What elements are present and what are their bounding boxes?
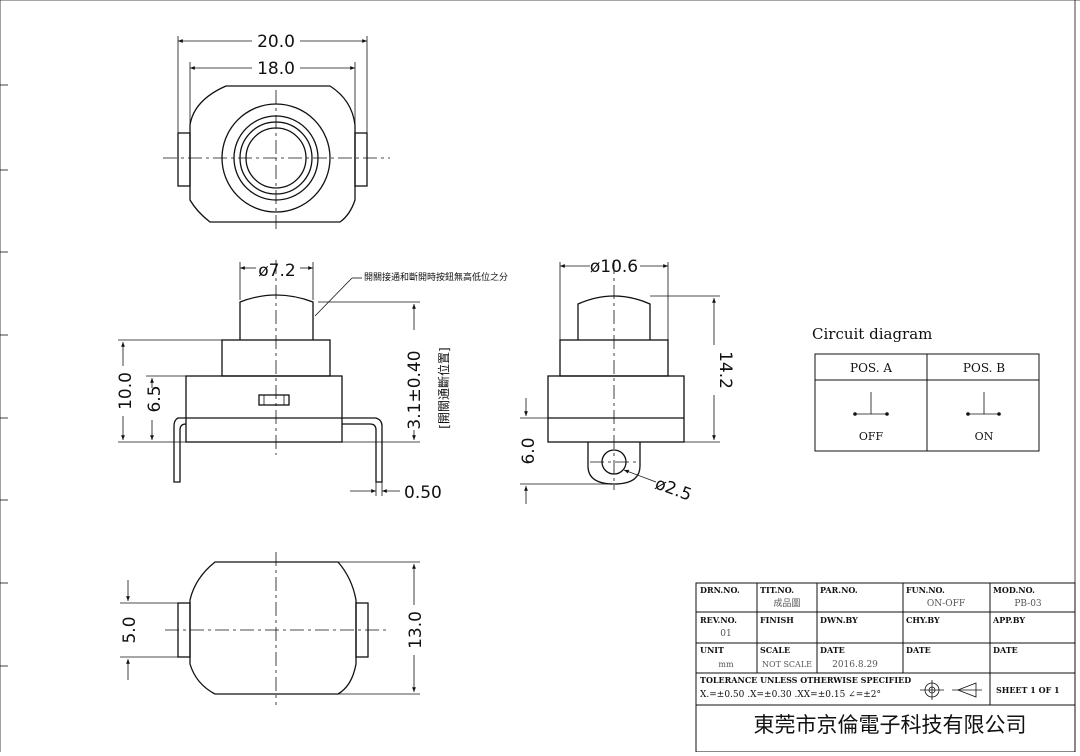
tb-rev-no-value: 01 <box>720 629 731 639</box>
dim-button-diameter: ø7.2 <box>258 261 295 281</box>
circuit-title: Circuit diagram <box>812 325 932 343</box>
tb-drn-no-label: DRN.NO. <box>700 585 740 595</box>
tb-dwn-by-label: DWN.BY <box>820 615 858 625</box>
dim-bottom-width: 5.0 <box>120 616 140 643</box>
tb-chy-by-label: CHY.BY <box>906 615 940 625</box>
dim-bottom-depth: 13.0 <box>406 611 426 649</box>
tb-tit-no-label: TIT.NO. <box>760 585 794 595</box>
dim-side-diameter: ø10.6 <box>590 257 638 277</box>
tb-date2-label: DATE <box>906 645 931 655</box>
dim-width-outer: 20.0 <box>257 32 295 52</box>
circuit-state-on: ON <box>975 430 994 443</box>
dim-side-height: 14.2 <box>715 351 735 389</box>
tb-date3-label: DATE <box>993 645 1018 655</box>
side-view <box>520 260 720 504</box>
dim-width-inner: 18.0 <box>257 59 295 79</box>
dim-height-total: 10.0 <box>116 372 136 410</box>
tb-rev-no-label: REV.NO. <box>700 615 737 625</box>
tb-tolerance-values: X.=±0.50 .X=±0.30 .XX=±0.15 ∠=±2° <box>700 690 881 700</box>
tb-tolerance-title: TOLERANCE UNLESS OTHERWISE SPECIFIED <box>700 675 911 685</box>
top-view <box>163 36 390 230</box>
circuit-table <box>814 353 1040 452</box>
tb-tit-no-value: 成品圖 <box>773 597 800 609</box>
tb-date-label: DATE <box>820 645 845 655</box>
dim-stroke: 3.1±0.40 <box>405 350 425 429</box>
note-button-height: 開關接通和斷開時按鈕無高低位之分 <box>364 271 508 283</box>
tb-company-name: 東莞市京倫電子科技有限公司 <box>754 713 1027 737</box>
tb-finish-label: FINISH <box>760 615 794 625</box>
circuit-state-off: OFF <box>859 430 884 443</box>
tb-fun-no-value: ON-OFF <box>927 599 965 609</box>
tb-par-no-label: PAR.NO. <box>820 585 858 595</box>
tb-sheet: SHEET 1 OF 1 <box>996 685 1060 695</box>
dim-pin-thickness: 0.50 <box>404 483 442 503</box>
dim-hole-diameter: ø2.5 <box>652 474 694 506</box>
tb-unit-value: mm <box>718 660 734 669</box>
tb-scale-value: NOT SCALE <box>762 660 812 669</box>
front-view <box>118 260 420 496</box>
tb-app-by-label: APP.BY <box>992 615 1025 625</box>
tb-fun-no-label: FUN.NO. <box>906 585 945 595</box>
note-stroke-position: [開關通斷位置] <box>436 347 451 428</box>
tb-mod-no-value: PB-03 <box>1014 599 1042 609</box>
bottom-view <box>120 552 420 705</box>
circuit-pos-a: POS. A <box>850 361 892 375</box>
circuit-pos-b: POS. B <box>963 361 1005 375</box>
tb-scale-label: SCALE <box>760 645 790 655</box>
tb-mod-no-label: MOD.NO. <box>993 585 1035 595</box>
dim-height-body: 6.5 <box>145 385 165 412</box>
dim-tab-height: 6.0 <box>519 437 539 464</box>
tb-date-value: 2016.8.29 <box>832 660 878 670</box>
tb-unit-label: UNIT <box>700 645 724 655</box>
